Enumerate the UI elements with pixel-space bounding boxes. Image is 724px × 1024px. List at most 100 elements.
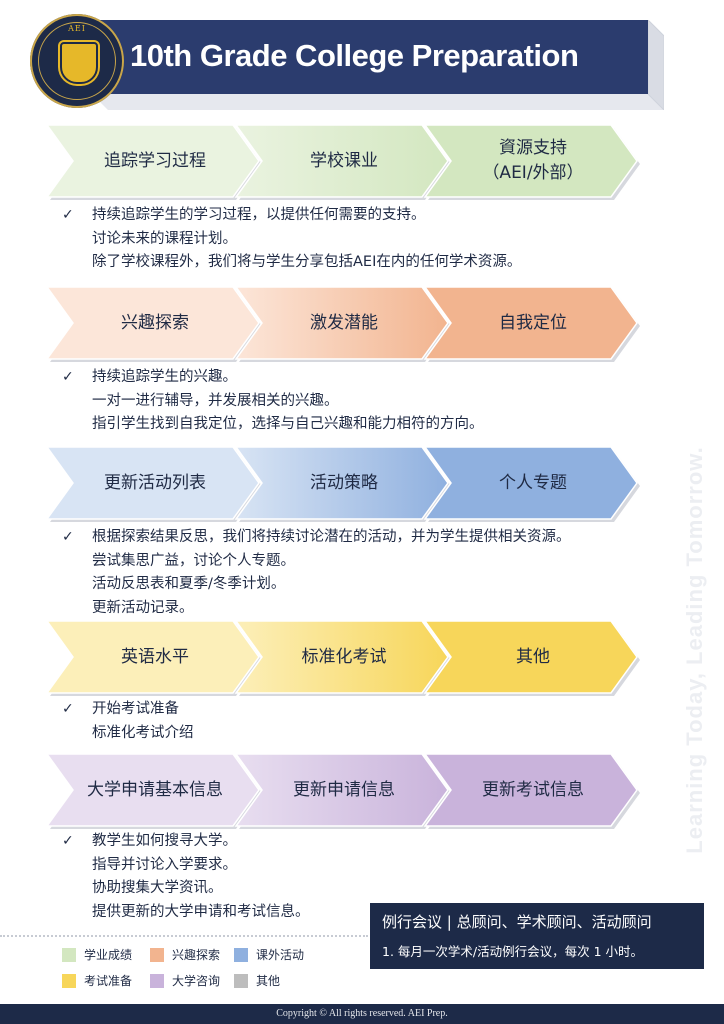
logo-text: AEI	[68, 24, 86, 33]
chevron-3-2	[234, 447, 449, 520]
legend-item: 大学咨询	[150, 972, 220, 989]
legend-swatch	[150, 947, 164, 962]
step-label: 活动策略	[310, 472, 378, 493]
process-arrows-2	[45, 287, 640, 362]
notes-list-4: ✓ 开始考试准备标准化考试介绍	[62, 698, 194, 745]
step-label: 資源支持 （AEI/外部）	[482, 138, 584, 183]
note-text: 指导并讨论入学要求。	[92, 856, 237, 873]
note-item: 除了学校课程外，我们将与学生分享包括AEI在内的任何学术资源。	[62, 251, 521, 275]
note-text: 尝试集思广益，讨论个人专题。	[92, 552, 295, 569]
note-text: 教学生如何搜寻大学。	[92, 833, 237, 849]
step-label: 追踪学习过程	[104, 150, 206, 171]
chevron-2-2	[234, 287, 449, 360]
chevron-2-3	[423, 287, 638, 360]
chevron-5-3	[423, 754, 638, 827]
note-text: 持续追踪学生的兴趣。	[92, 369, 237, 385]
chevron-4-2	[234, 621, 449, 694]
note-item: ✓ 持续追踪学生的兴趣。	[62, 366, 484, 390]
legend-swatch	[62, 947, 76, 962]
step-label: 自我定位	[499, 312, 567, 333]
note-text: 更新活动记录。	[92, 599, 194, 616]
note-item: ✓ 开始考试准备	[62, 698, 194, 722]
banner-fill	[92, 20, 648, 94]
process-arrows-4	[45, 621, 640, 696]
step-label: 个人专题	[499, 472, 567, 493]
process-arrows-1	[45, 125, 640, 200]
note-item: 协助搜集大学资讯。	[62, 877, 310, 901]
legend-label: 其他	[256, 974, 281, 988]
note-item: 一对一进行辅导，并发展相关的兴趣。	[62, 390, 484, 414]
note-item: ✓ 教学生如何搜寻大学。	[62, 830, 310, 854]
title-banner	[92, 20, 664, 110]
legend-label: 考试准备	[84, 974, 133, 988]
legend-item: 学业成绩	[62, 946, 132, 963]
divider	[0, 935, 368, 937]
note-text: 指引学生找到自我定位，选择与自己兴趣和能力相符的方向。	[92, 416, 484, 432]
chevron-4-3	[423, 621, 638, 694]
legend-item: 考试准备	[62, 972, 132, 989]
chevron-1-1	[45, 125, 260, 198]
note-text: 标准化考试介绍	[92, 724, 194, 741]
legend-swatch	[234, 947, 248, 962]
legend-label: 兴趣探索	[172, 948, 221, 962]
chevron-5-2	[234, 754, 449, 827]
step-label: 激发潜能	[310, 312, 378, 333]
legend-item: 兴趣探索	[150, 946, 220, 963]
chevron-1-2	[234, 125, 449, 198]
step-label: 兴趣探索	[121, 312, 189, 333]
note-item: 尝试集思广益，讨论个人专题。	[62, 550, 571, 574]
legend-label: 课外活动	[256, 948, 305, 962]
note-text: 开始考试准备	[92, 701, 179, 717]
notes-list-5: ✓ 教学生如何搜寻大学。指导并讨论入学要求。协助搜集大学资讯。提供更新的大学申请和…	[62, 830, 310, 924]
check-icon: ✓	[62, 529, 74, 545]
process-arrows-5	[45, 754, 640, 829]
note-item: 活动反思表和夏季/冬季计划。	[62, 573, 571, 597]
step-label: 其他	[516, 646, 550, 667]
chevron-3-1	[45, 447, 260, 520]
legend-swatch	[62, 973, 76, 988]
note-text: 活动反思表和夏季/冬季计划。	[92, 576, 286, 592]
note-text: 根据探索结果反思，我们将持续讨论潜在的活动，并为学生提供相关资源。	[92, 529, 571, 545]
note-item: 指导并讨论入学要求。	[62, 854, 310, 878]
chevron-2-1	[45, 287, 260, 360]
legend-swatch	[150, 973, 164, 988]
notes-list-3: ✓ 根据探索结果反思，我们将持续讨论潜在的活动，并为学生提供相关资源。尝试集思广益…	[62, 526, 571, 620]
note-text: 讨论未来的课程计划。	[92, 230, 237, 247]
note-item: ✓ 根据探索结果反思，我们将持续讨论潜在的活动，并为学生提供相关资源。	[62, 526, 571, 550]
chevron-5-1	[45, 754, 260, 827]
chevron-3-3	[423, 447, 638, 520]
chevron-4-1	[45, 621, 260, 694]
shield-icon	[60, 42, 98, 84]
meeting-box: 例行会议 | 总顾问、学术顾问、活动顾问 1. 每月一次学术/活动例行会议，每次…	[370, 903, 704, 969]
note-text: 提供更新的大学申请和考试信息。	[92, 903, 310, 920]
check-icon: ✓	[62, 369, 74, 385]
step-label: 英语水平	[121, 646, 189, 667]
legend-item: 课外活动	[234, 946, 304, 963]
step-label: 更新考试信息	[482, 779, 584, 800]
legend-swatch	[234, 973, 248, 988]
step-label: 大学申请基本信息	[87, 779, 223, 800]
step-label: 学校课业	[310, 150, 378, 171]
note-item: 更新活动记录。	[62, 597, 571, 621]
step-label: 更新申请信息	[293, 779, 395, 800]
footer: Copyright © All rights reserved. AEI Pre…	[0, 1004, 724, 1024]
check-icon: ✓	[62, 701, 74, 717]
chevron-1-3	[423, 125, 638, 198]
watermark: Learning Today, Leading Tomorrow.	[682, 446, 707, 854]
note-item: ✓持续追踪学生的学习过程，以提供任何需要的支持。	[62, 204, 521, 228]
notes-list-2: ✓ 持续追踪学生的兴趣。一对一进行辅导，并发展相关的兴趣。指引学生找到自我定位，选…	[62, 366, 484, 437]
step-label: 更新活动列表	[104, 472, 206, 493]
note-text: 除了学校课程外，我们将与学生分享包括AEI在内的任何学术资源。	[92, 254, 522, 270]
legend-label: 大学咨询	[172, 974, 221, 988]
check-icon: ✓	[62, 833, 74, 849]
note-item: 讨论未来的课程计划。	[62, 228, 521, 252]
note-text: 协助搜集大学资讯。	[92, 880, 223, 896]
page-title: 10th Grade College Preparation	[130, 38, 579, 73]
meeting-heading: 例行会议 | 总顾问、学术顾问、活动顾问	[382, 913, 652, 931]
notes-list-1: ✓持续追踪学生的学习过程，以提供任何需要的支持。讨论未来的课程计划。除了学校课程…	[62, 204, 521, 275]
note-text: 持续追踪学生的学习过程，以提供任何需要的支持。	[92, 207, 426, 223]
note-item: 指引学生找到自我定位，选择与自己兴趣和能力相符的方向。	[62, 413, 484, 437]
meeting-body: 1. 每月一次学术/活动例行会议，每次 1 小时。	[382, 944, 644, 959]
aei-logo: AEI	[30, 14, 124, 108]
note-text: 一对一进行辅导，并发展相关的兴趣。	[92, 392, 339, 409]
